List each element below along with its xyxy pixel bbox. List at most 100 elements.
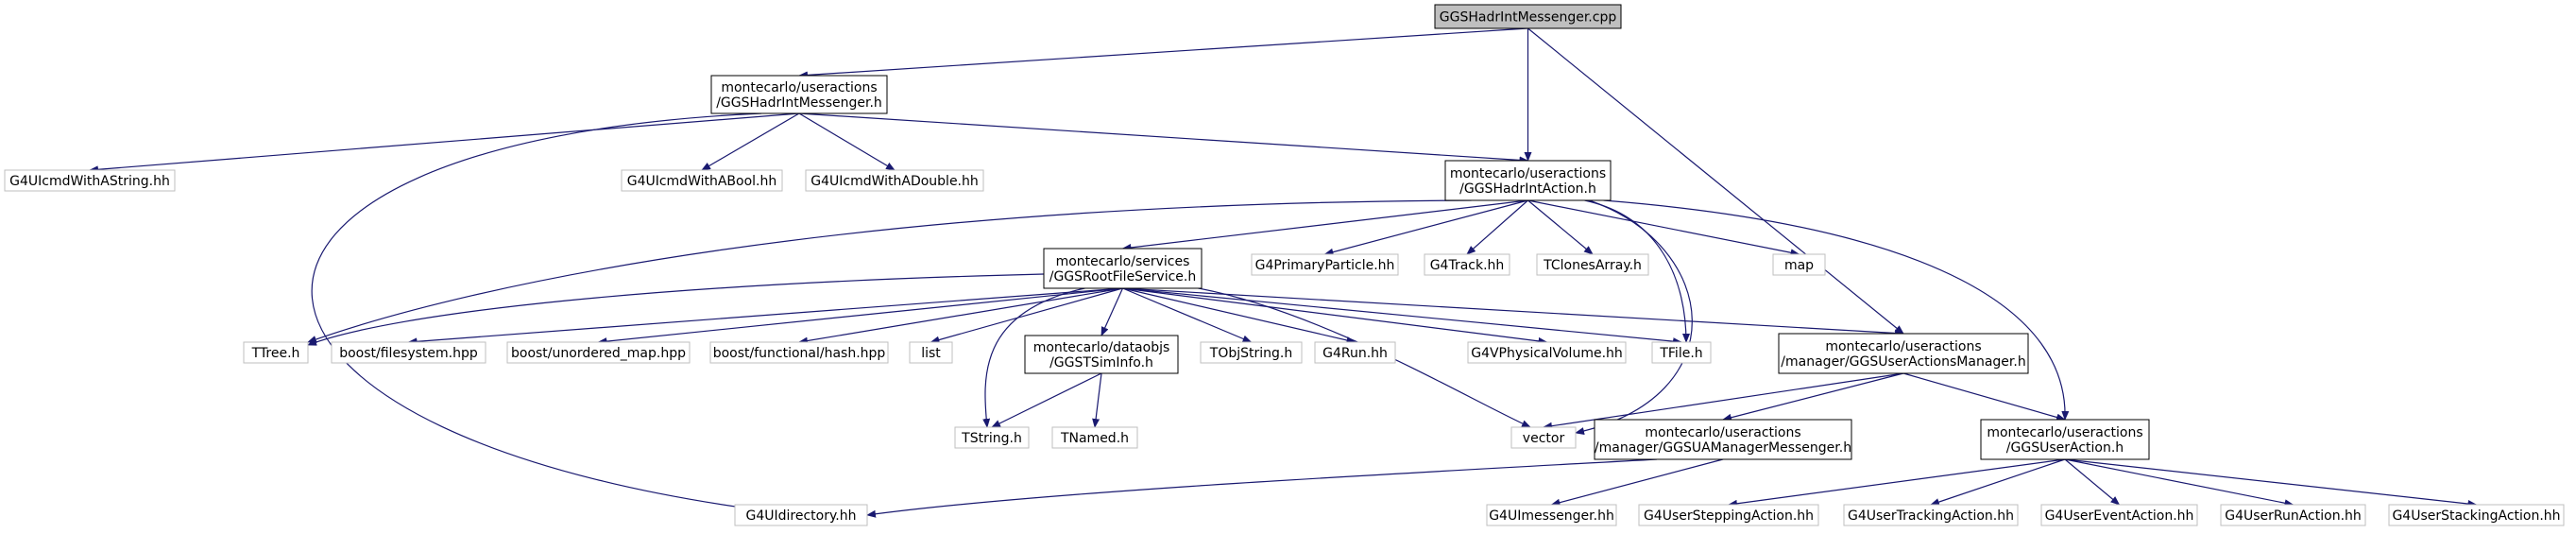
file-nodes: GGSHadrIntMessenger.cpp montecarlo/userac… [4,4,2565,526]
node-n3: G4UIcmdWithABool.hh [621,169,783,192]
edge-n21-n24 [1543,372,1904,430]
node-label: montecarlo/useractions [1987,425,2142,440]
edge-n6-n11 [307,273,1045,346]
node-label: /GGSUserAction.h [2006,440,2124,456]
edge-n21-n25 [1722,372,1904,422]
node-n22: TString.h [954,426,1030,449]
node-n31: G4UserEventAction.hh [2040,504,2198,526]
node-box [1467,341,1627,364]
node-n16[interactable]: montecarlo/dataobjs/GGSTSimInfo.h [1024,335,1179,374]
node-label: montecarlo/useractions [721,80,877,95]
node-box [2388,504,2565,526]
node-box [1536,253,1649,276]
node-label: /manager/GGSUserActionsManager.h [1781,354,2025,370]
edge-n1-n4 [798,112,896,171]
edge-n1-n2 [89,112,800,174]
node-box [805,169,984,192]
edge-n5-n10 [1527,199,1800,257]
node-n28: G4UImessenger.hh [1486,504,1617,526]
node-label: G4UIdirectory.hh [746,508,857,524]
node-label: vector [1523,431,1565,446]
node-box [331,341,486,364]
node-box [909,341,953,364]
node-box [1510,426,1577,449]
node-label: G4VPhysicalVolume.hh [1471,346,1623,361]
node-box [1486,504,1617,526]
node-label: /GGSHadrIntMessenger.h [716,95,882,111]
node-box [1251,253,1399,276]
node-n21[interactable]: montecarlo/useractions/manager/GGSUserAc… [1778,333,2029,374]
node-label: /manager/GGSUAManagerMessenger.h [1595,440,1851,456]
node-label: G4Run.hh [1322,346,1388,361]
node-box [1314,341,1396,364]
edge-n0-n21 [1527,27,1904,335]
node-label: GGSHadrIntMessenger.cpp [1440,10,1617,26]
node-box [1594,419,1852,460]
node-label: /GGSHadrIntAction.h [1459,181,1596,197]
edge-n25-n28 [1550,458,1724,507]
node-label: G4UIcmdWithADouble.hh [810,174,979,189]
node-box [1843,504,2019,526]
edge-n5-n6 [1121,199,1528,251]
node-label: TNamed.h [1060,431,1129,446]
node-n2: G4UIcmdWithAString.hh [4,169,176,192]
node-n30: G4UserTrackingAction.hh [1843,504,2019,526]
node-box [506,341,691,364]
node-n29: G4UserSteppingAction.hh [1638,504,1819,526]
edge-n25-n27 [866,458,1658,518]
node-box [1444,160,1612,201]
node-box [1651,341,1712,364]
node-label: montecarlo/useractions [1450,166,1606,181]
node-box [1772,253,1826,276]
node-n4: G4UIcmdWithADouble.hh [805,169,984,192]
node-n5[interactable]: montecarlo/useractions/GGSHadrIntAction.… [1444,160,1612,201]
node-label: G4UserStackingAction.hh [2392,508,2560,524]
edge-n16-n23 [1092,372,1102,428]
node-n13: boost/unordered_map.hpp [506,341,691,364]
edge-n6-n16 [1100,287,1124,336]
node-n25[interactable]: montecarlo/useractions/manager/GGSUAMana… [1594,419,1852,460]
edge-n26-n32 [2064,458,2295,508]
edge-n5-n24 [1575,199,1693,435]
node-n6[interactable]: montecarlo/services/GGSRootFileService.h [1043,248,1203,289]
edge-n5-n9 [1527,199,1594,255]
node-label: boost/functional/hash.hpp [713,346,886,361]
node-n10: map [1772,253,1826,276]
node-label: TObjString.h [1209,346,1292,361]
node-label: /GGSRootFileService.h [1049,269,1197,284]
node-box [1200,341,1303,364]
node-label: G4Track.hh [1430,258,1505,273]
node-n8: G4Track.hh [1424,253,1510,276]
node-n12: boost/filesystem.hpp [331,341,486,364]
node-label: G4PrimaryParticle.hh [1255,258,1395,273]
edge-n6-n12 [407,287,1123,346]
node-n14: boost/functional/hash.hpp [709,341,889,364]
node-box [4,169,176,192]
node-n1[interactable]: montecarlo/useractions/GGSHadrIntMesseng… [710,75,888,114]
node-n32: G4UserRunAction.hh [2220,504,2366,526]
node-box [243,341,309,364]
node-label: G4UIcmdWithABool.hh [627,174,777,189]
node-n15: list [909,341,953,364]
node-n0[interactable]: GGSHadrIntMessenger.cpp [1434,4,1622,29]
node-box [709,341,889,364]
node-box [1043,248,1203,289]
dependency-edges [89,27,2478,518]
node-box [1638,504,1819,526]
node-label: montecarlo/useractions [1825,339,1981,354]
node-box [1051,426,1138,449]
node-n7: G4PrimaryParticle.hh [1251,253,1399,276]
node-label: boost/unordered_map.hpp [511,346,686,361]
edge-n6-n13 [597,287,1123,346]
edge-n6-n18 [1122,287,1356,344]
node-label: montecarlo/services [1056,254,1190,269]
node-label: /GGSTSimInfo.h [1049,355,1153,370]
node-label: montecarlo/dataobjs [1033,340,1170,355]
node-n17: TObjString.h [1200,341,1303,364]
edge-n6-n17 [1122,287,1253,343]
edge-n1-n3 [701,112,800,171]
node-n26[interactable]: montecarlo/useractions/GGSUserAction.h [1980,419,2150,460]
edge-n1-n27 [311,112,802,518]
node-label: TFile.h [1659,346,1702,361]
edge-n6-n20 [1122,287,1682,346]
